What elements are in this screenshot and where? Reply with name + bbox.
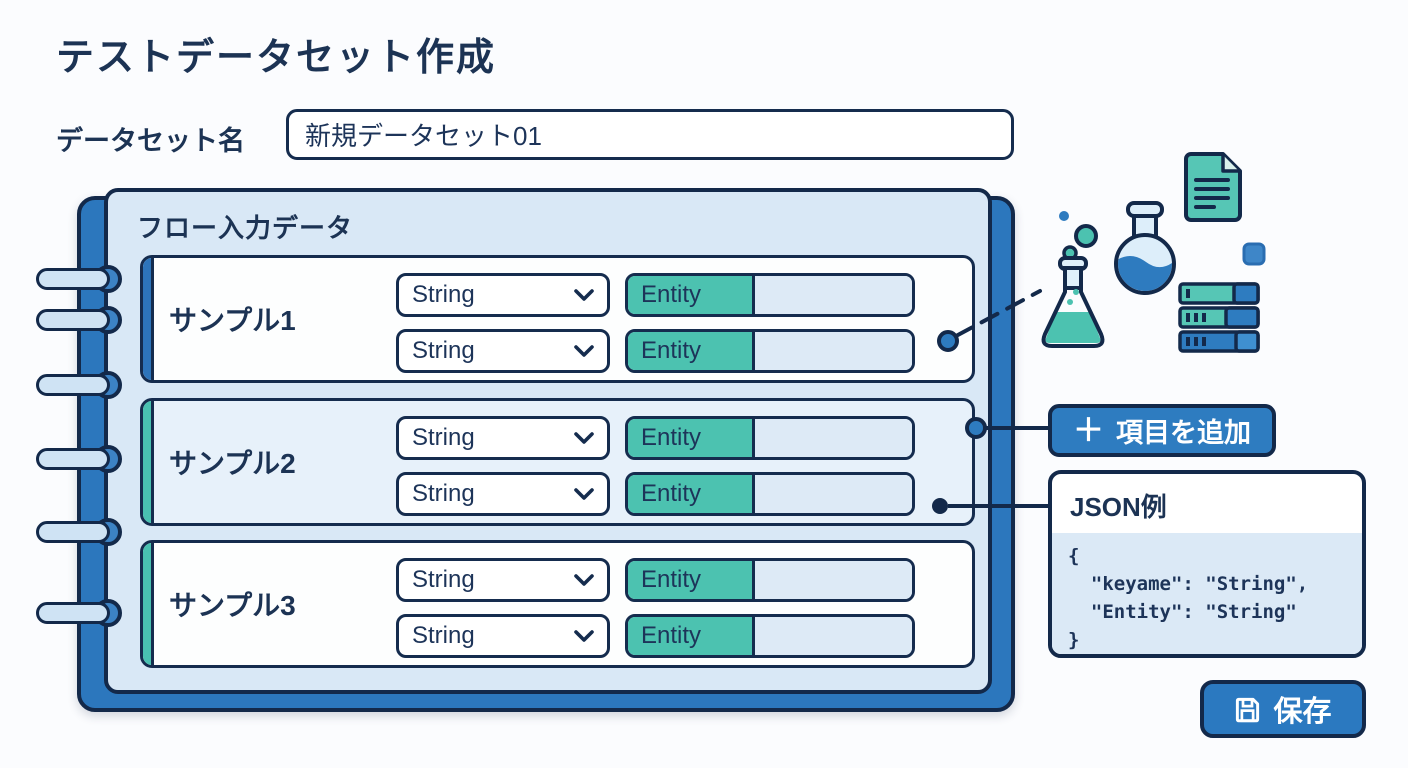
ring-bar xyxy=(36,374,110,396)
json-panel-title: JSON例 xyxy=(1070,492,1167,522)
sample-label: サンプル1 xyxy=(169,305,296,336)
bubbles-icon xyxy=(1059,211,1098,261)
save-button[interactable]: 保存 xyxy=(1200,680,1366,738)
plus-icon: ＋ xyxy=(1073,413,1104,448)
ring-bar xyxy=(36,309,110,331)
binder-ring xyxy=(36,444,122,474)
round-flask-icon xyxy=(1114,201,1176,295)
sample-label: サンプル3 xyxy=(169,590,296,621)
chevron-down-icon xyxy=(574,345,594,357)
sample-card-1: サンプル1 String Entity String Entity xyxy=(140,255,975,383)
ring-bar xyxy=(36,448,110,470)
entity-field[interactable]: Entity xyxy=(625,614,915,658)
entity-value-input[interactable] xyxy=(755,276,912,314)
dataset-name-label: データセット名 xyxy=(56,126,245,156)
decor-illustration xyxy=(1041,152,1266,353)
entity-key-label: Entity xyxy=(628,276,755,314)
chevron-down-icon xyxy=(574,574,594,586)
entity-value-input[interactable] xyxy=(755,475,912,513)
type-select[interactable]: String xyxy=(396,273,610,317)
type-select-value: String xyxy=(412,337,475,364)
floppy-disk-icon xyxy=(1236,697,1260,722)
ring-bar xyxy=(36,268,110,290)
binder-ring xyxy=(36,305,122,335)
json-code-block: { "keyame": "String", "Entity": "String"… xyxy=(1052,533,1362,654)
chevron-down-icon xyxy=(574,488,594,500)
type-select[interactable]: String xyxy=(396,416,610,460)
entity-value-input[interactable] xyxy=(755,332,912,370)
type-select-value: String xyxy=(412,566,475,593)
entity-key-label: Entity xyxy=(628,419,755,457)
entity-field[interactable]: Entity xyxy=(625,273,915,317)
entity-key-label: Entity xyxy=(628,332,755,370)
entity-key-label: Entity xyxy=(628,617,755,655)
type-select[interactable]: String xyxy=(396,472,610,516)
ring-bar xyxy=(36,602,110,624)
square-accent-icon xyxy=(1242,242,1266,266)
binder-ring xyxy=(36,517,122,547)
page-title: テストデータセット作成 xyxy=(56,37,497,79)
sample-card-3: サンプル3 String Entity String Entity xyxy=(140,540,975,668)
entity-key-label: Entity xyxy=(628,561,755,599)
panel-header: フロー入力データ xyxy=(137,213,354,243)
chevron-down-icon xyxy=(574,289,594,301)
ring-bar xyxy=(36,521,110,543)
type-select[interactable]: String xyxy=(396,329,610,373)
binder-ring xyxy=(36,370,122,400)
type-select-value: String xyxy=(412,622,475,649)
save-label: 保存 xyxy=(1273,696,1332,728)
entity-field[interactable]: Entity xyxy=(625,329,915,373)
type-select-value: String xyxy=(412,480,475,507)
type-select[interactable]: String xyxy=(396,558,610,602)
document-icon xyxy=(1184,152,1242,222)
dataset-name-input[interactable] xyxy=(286,109,1014,160)
binder-ring xyxy=(36,598,122,628)
entity-field[interactable]: Entity xyxy=(625,558,915,602)
type-select-value: String xyxy=(412,281,475,308)
type-select-value: String xyxy=(412,424,475,451)
chevron-down-icon xyxy=(574,630,594,642)
json-example-panel: JSON例 { "keyame": "String", "Entity": "S… xyxy=(1048,470,1366,658)
binder-ring xyxy=(36,264,122,294)
sample-card-2: サンプル2 String Entity String Entity xyxy=(140,398,975,526)
card-accent xyxy=(143,401,154,523)
card-accent xyxy=(143,543,154,665)
erlenmeyer-flask-icon xyxy=(1041,256,1105,348)
database-stack-icon xyxy=(1178,282,1260,353)
entity-value-input[interactable] xyxy=(755,617,912,655)
entity-field[interactable]: Entity xyxy=(625,472,915,516)
json-code: { "keyame": "String", "Entity": "String"… xyxy=(1068,545,1309,651)
chevron-down-icon xyxy=(574,432,594,444)
sample-label: サンプル2 xyxy=(169,448,296,479)
type-select[interactable]: String xyxy=(396,614,610,658)
entity-key-label: Entity xyxy=(628,475,755,513)
entity-field[interactable]: Entity xyxy=(625,416,915,460)
entity-value-input[interactable] xyxy=(755,419,912,457)
card-accent xyxy=(143,258,154,380)
add-item-button[interactable]: ＋ 項目を追加 xyxy=(1048,404,1276,457)
add-item-label: 項目を追加 xyxy=(1116,418,1251,448)
entity-value-input[interactable] xyxy=(755,561,912,599)
